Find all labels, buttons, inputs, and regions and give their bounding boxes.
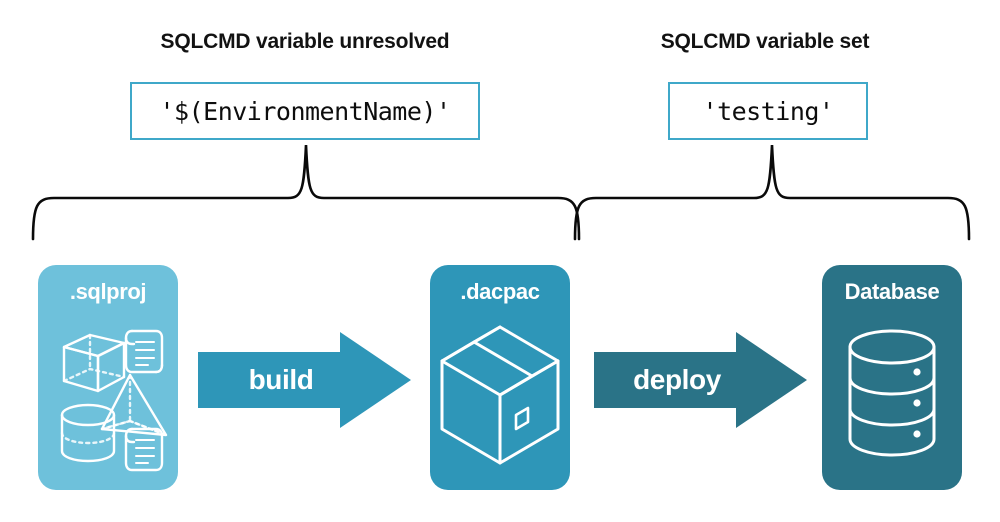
heading-sqlcmd-unresolved: SQLCMD variable unresolved — [160, 30, 450, 53]
heading-sqlcmd-set: SQLCMD variable set — [660, 30, 870, 53]
database-cylinder-icon — [822, 311, 962, 486]
stage-sqlproj-label: .sqlproj — [69, 279, 147, 304]
curly-brace-icon-left — [30, 142, 582, 242]
stage-dacpac[interactable]: .dacpac — [430, 265, 570, 490]
stage-sqlproj[interactable]: .sqlproj — [38, 265, 178, 490]
curly-brace-icon-right — [572, 142, 972, 242]
project-contents-icon — [38, 311, 178, 486]
code-value-box-unresolved: '$(EnvironmentName)' — [130, 82, 480, 140]
code-value-box-set: 'testing' — [668, 82, 868, 140]
arrow-build: build — [198, 330, 413, 430]
stage-database-label: Database — [844, 279, 940, 304]
stage-dacpac-label: .dacpac — [460, 279, 540, 304]
stage-database[interactable]: Database — [822, 265, 962, 490]
arrow-deploy: deploy — [594, 330, 809, 430]
package-box-icon — [430, 311, 570, 486]
